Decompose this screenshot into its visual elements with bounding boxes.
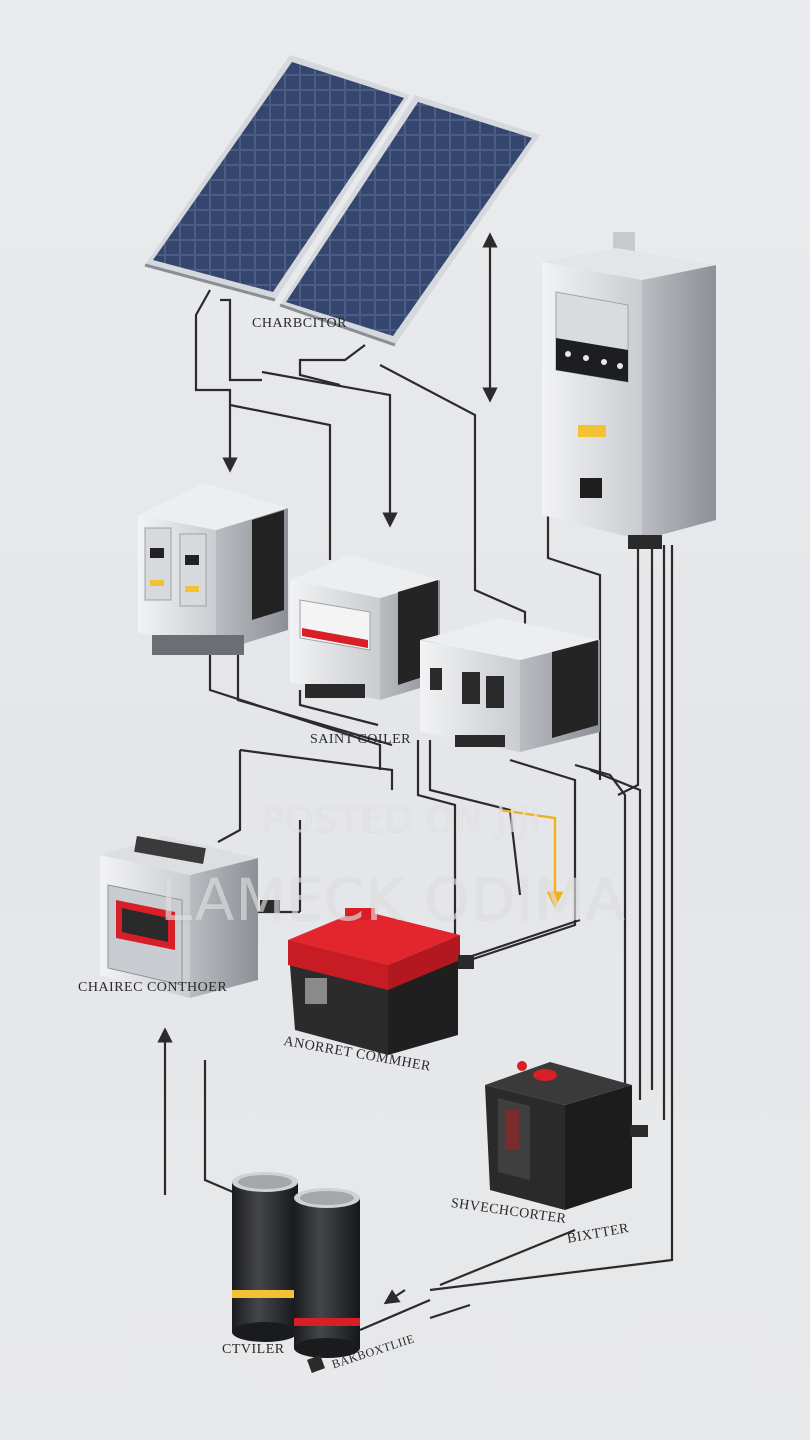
wiring [157, 232, 674, 1332]
lead-acid-battery [485, 1061, 648, 1210]
controller-unit-3 [420, 618, 600, 752]
red-battery [288, 908, 474, 1055]
capacitor-2 [294, 1188, 360, 1358]
label-chairec-conthoer: CHAIREC CONTHOER [78, 980, 228, 995]
charge-controller-box [100, 836, 280, 998]
label-ctviler: CTVILER [222, 1342, 285, 1357]
connector-icon [307, 1355, 325, 1373]
solar-panel [144, 55, 540, 347]
controller-unit-2 [290, 555, 440, 700]
label-saint-coiler: SAINT COILER [310, 732, 412, 747]
watermark-line1: POSTED ON JIJI [262, 800, 542, 841]
accent-wire [499, 808, 564, 909]
wall-inverter [542, 232, 716, 549]
watermark-line2: LAMECK ODIMA [160, 866, 627, 934]
capacitor-1 [232, 1172, 298, 1342]
controller-unit-1 [138, 483, 288, 655]
label-charbcitor: CHARBCITOR [252, 316, 347, 331]
